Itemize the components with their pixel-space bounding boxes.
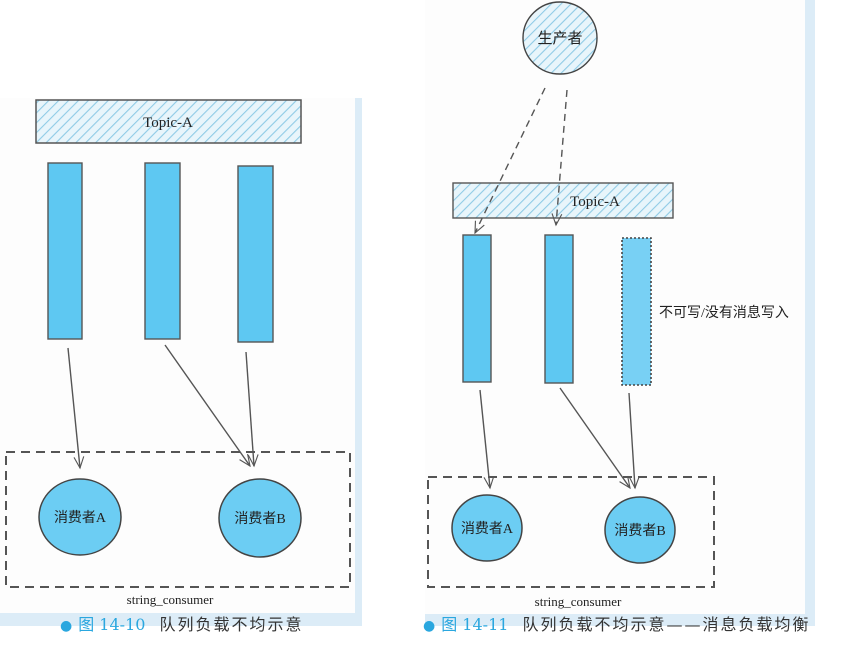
figure-14-11: 生产者 Topic-A 不可写/没有消息写入 消费者A 消费者B string_… <box>425 0 815 626</box>
arrow-queue2-to-consumerB <box>559 387 631 490</box>
caption-fig-14-11: ●图 14-11 队列负载不均示意——消息负载均衡 <box>423 611 810 635</box>
caption-fig-14-10: ●图 14-10 队列负载不均示意 <box>60 611 303 635</box>
arrow-queue3-to-consumerB <box>245 351 259 468</box>
figure-number: 图 14-10 <box>78 615 146 634</box>
arrow-queue1-to-consumerA <box>67 347 85 470</box>
consumer-b-label: 消费者B <box>234 511 285 527</box>
bullet-icon: ● <box>60 618 75 634</box>
producer-label: 生产者 <box>537 30 582 47</box>
bullet-icon: ● <box>423 618 438 634</box>
consumer-group-label: string_consumer <box>127 592 214 607</box>
consumer-b-label: 消费者B <box>614 523 665 539</box>
arrow-queue3-to-consumerB <box>628 392 640 490</box>
consumer-a-label: 消费者A <box>461 521 514 537</box>
topic-label: Topic-A <box>143 115 193 131</box>
queue-1 <box>462 234 492 383</box>
figure-14-10: Topic-A 消费者A 消费者B string_consumer <box>0 98 362 626</box>
queue-3-unwritable <box>621 237 652 386</box>
consumer-group-label: string_consumer <box>535 594 622 609</box>
arrow-producer-to-queue1 <box>474 87 546 235</box>
topic-box <box>452 182 674 219</box>
queue-2 <box>544 234 574 384</box>
figure-number: 图 14-11 <box>441 615 509 634</box>
consumer-group-box <box>5 451 351 588</box>
consumer-b-node <box>218 478 302 558</box>
queue-1 <box>47 162 83 340</box>
caption-text: 队列负载不均示意 <box>159 615 304 634</box>
consumer-b-node <box>604 496 676 564</box>
arrow-queue1-to-consumerA <box>479 389 495 490</box>
consumer-a-label: 消费者A <box>54 510 107 526</box>
consumer-group-box <box>427 476 715 588</box>
arrow-queue2-to-consumerB <box>164 344 251 468</box>
arrow-producer-to-queue2 <box>551 89 568 227</box>
unwritable-note: 不可写/没有消息写入 <box>659 304 789 321</box>
consumer-a-node <box>38 478 122 556</box>
caption-text: 队列负载不均示意——消息负载均衡 <box>522 615 811 634</box>
topic-box <box>35 99 302 144</box>
consumer-a-node <box>451 494 523 562</box>
queue-3 <box>237 165 274 343</box>
queue-2 <box>144 162 181 340</box>
producer-node <box>522 1 598 75</box>
topic-label: Topic-A <box>570 194 620 210</box>
